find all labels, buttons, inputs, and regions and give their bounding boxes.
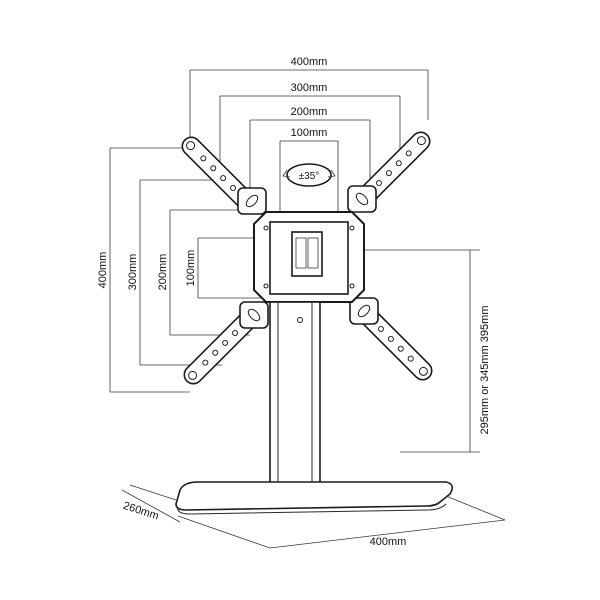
rotation-badge xyxy=(282,163,336,187)
width-300-label: 300mm xyxy=(291,82,328,94)
stand-base xyxy=(175,481,454,515)
rotation-label: ±35° xyxy=(299,171,320,182)
height-400-label: 400mm xyxy=(97,252,109,289)
base-depth-label: 260mm xyxy=(122,500,161,523)
arm-slot-tabs xyxy=(237,185,379,329)
base-width-label: 400mm xyxy=(370,536,407,548)
height-300-label: 300mm xyxy=(127,254,139,291)
width-100-label: 100mm xyxy=(291,127,328,139)
stand-pole xyxy=(269,301,321,485)
width-400-label: 400mm xyxy=(291,56,328,68)
base-dimension-lines xyxy=(121,484,506,549)
top-dimension-lines xyxy=(189,69,429,225)
height-200-label: 200mm xyxy=(157,254,169,291)
center-mount-plate xyxy=(253,211,365,303)
width-200-label: 200mm xyxy=(291,106,328,118)
pole-height-label: 295mm or 345mm 395mm xyxy=(479,306,491,435)
pole-height-dimension-lines xyxy=(360,249,480,453)
height-100-label: 100mm xyxy=(185,250,197,287)
